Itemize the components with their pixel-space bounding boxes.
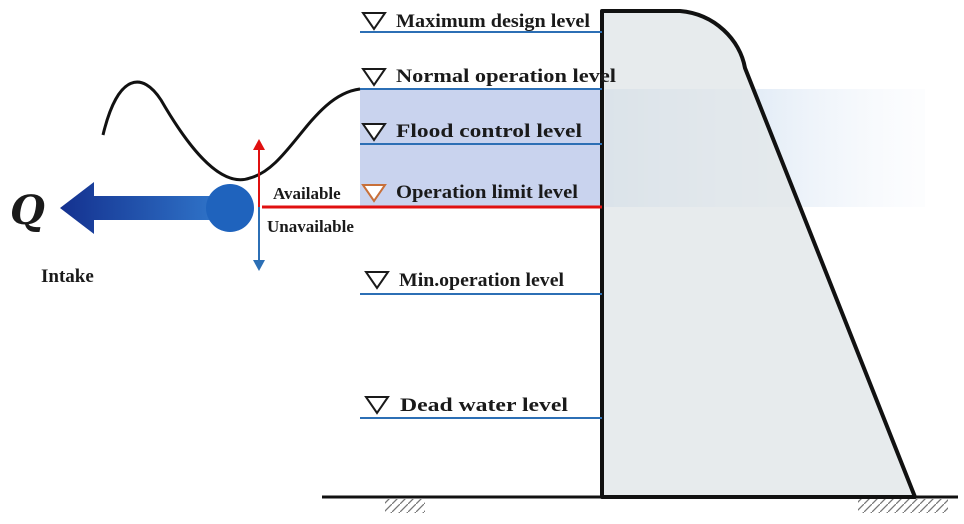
level-label-max-design: Maximum design level [396, 11, 590, 32]
down-arrow-icon [253, 260, 265, 271]
level-marker-icon [361, 184, 387, 203]
level-label-min-operation: Min.operation level [399, 270, 564, 291]
level-label-dead-water: Dead water level [400, 395, 568, 416]
unavailable-label: Unavailable [267, 217, 354, 236]
water-level-wave [101, 80, 361, 182]
intake-label: Intake [41, 266, 94, 287]
level-marker-icon [361, 68, 387, 87]
dam-body [600, 9, 917, 499]
level-marker-icon [364, 271, 390, 290]
ground-hatching-left [385, 499, 425, 513]
available-label: Available [273, 184, 341, 203]
q-symbol: Q [10, 187, 45, 234]
up-arrow-icon [253, 139, 265, 150]
intake-node [206, 184, 254, 232]
storage-band [360, 89, 602, 207]
level-label-normal-operation: Normal operation level [396, 66, 616, 87]
level-label-operation-limit: Operation limit level [396, 182, 578, 203]
ground-hatching-right [858, 499, 948, 513]
level-marker-icon [364, 396, 390, 415]
intake-arrow [60, 182, 215, 234]
level-label-flood-control: Flood control level [396, 121, 582, 142]
level-marker-icon [361, 123, 387, 142]
level-marker-icon [361, 12, 387, 31]
